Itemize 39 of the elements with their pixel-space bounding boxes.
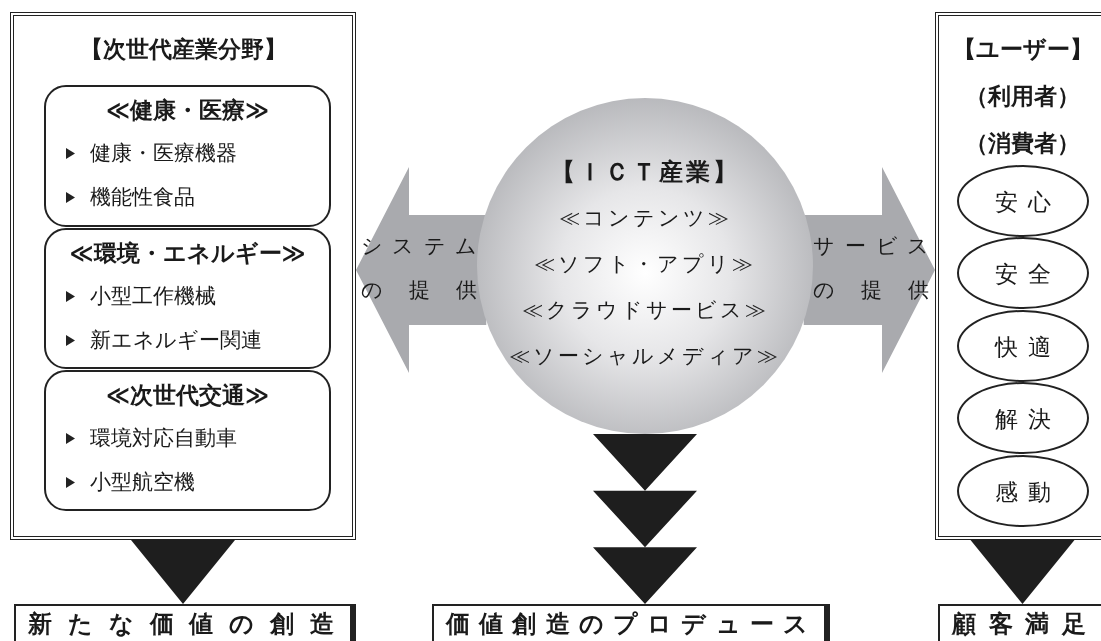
group-heading: ≪環境・エネルギー≫ bbox=[68, 239, 307, 268]
result-text: 顧客満足 bbox=[952, 609, 1086, 640]
list-item: 機能性食品 bbox=[90, 184, 195, 211]
panel-subtitle: （利用者） bbox=[964, 82, 1081, 111]
triangle-arrow bbox=[970, 540, 1075, 604]
group-heading: ≪健康・医療≫ bbox=[104, 96, 271, 125]
oval-text: 安全 bbox=[994, 260, 1062, 289]
list-item: 新エネルギー関連 bbox=[90, 327, 262, 354]
result-box bbox=[14, 604, 356, 641]
rounded-box bbox=[44, 228, 331, 369]
oval-text: 解決 bbox=[994, 405, 1062, 434]
circle-text: ≪ソフト・アプリ≫ bbox=[533, 251, 757, 278]
triangle-arrow bbox=[593, 434, 697, 604]
circle-text: ≪クラウドサービス≫ bbox=[520, 297, 770, 324]
result-text: 価値創造のプロデュース bbox=[446, 609, 808, 640]
circle-text: ≪ソーシャルメディア≫ bbox=[508, 343, 782, 370]
double-bordered-panel bbox=[935, 12, 1101, 540]
block-arrow bbox=[356, 167, 487, 373]
oval-text: 快適 bbox=[993, 333, 1062, 362]
circle-text: ≪コンテンツ≫ bbox=[557, 205, 733, 232]
rounded-box bbox=[44, 370, 331, 511]
result-text: 新たな価値の創造 bbox=[28, 609, 334, 640]
triangle-arrow bbox=[131, 540, 235, 604]
panel-title: 【次世代産業分野】 bbox=[78, 35, 288, 64]
block-arrow bbox=[803, 167, 935, 373]
oval-text: 感動 bbox=[994, 478, 1062, 507]
result-box bbox=[432, 604, 830, 641]
result-box bbox=[938, 604, 1101, 641]
panel-title: 【ユーザー】 bbox=[951, 35, 1094, 64]
list-item: 健康・医療機器 bbox=[90, 140, 237, 167]
group-heading: ≪次世代交通≫ bbox=[104, 381, 271, 410]
panel-subtitle: （消費者） bbox=[964, 129, 1081, 158]
circle-title: 【ＩＣＴ産業】 bbox=[549, 157, 741, 188]
oval-text: 安心 bbox=[994, 188, 1062, 217]
list-item: 環境対応自動車 bbox=[90, 425, 237, 452]
double-bordered-panel bbox=[10, 12, 356, 540]
list-item: 小型工作機械 bbox=[90, 283, 216, 310]
rounded-box bbox=[44, 85, 331, 227]
list-item: 小型航空機 bbox=[90, 469, 195, 496]
